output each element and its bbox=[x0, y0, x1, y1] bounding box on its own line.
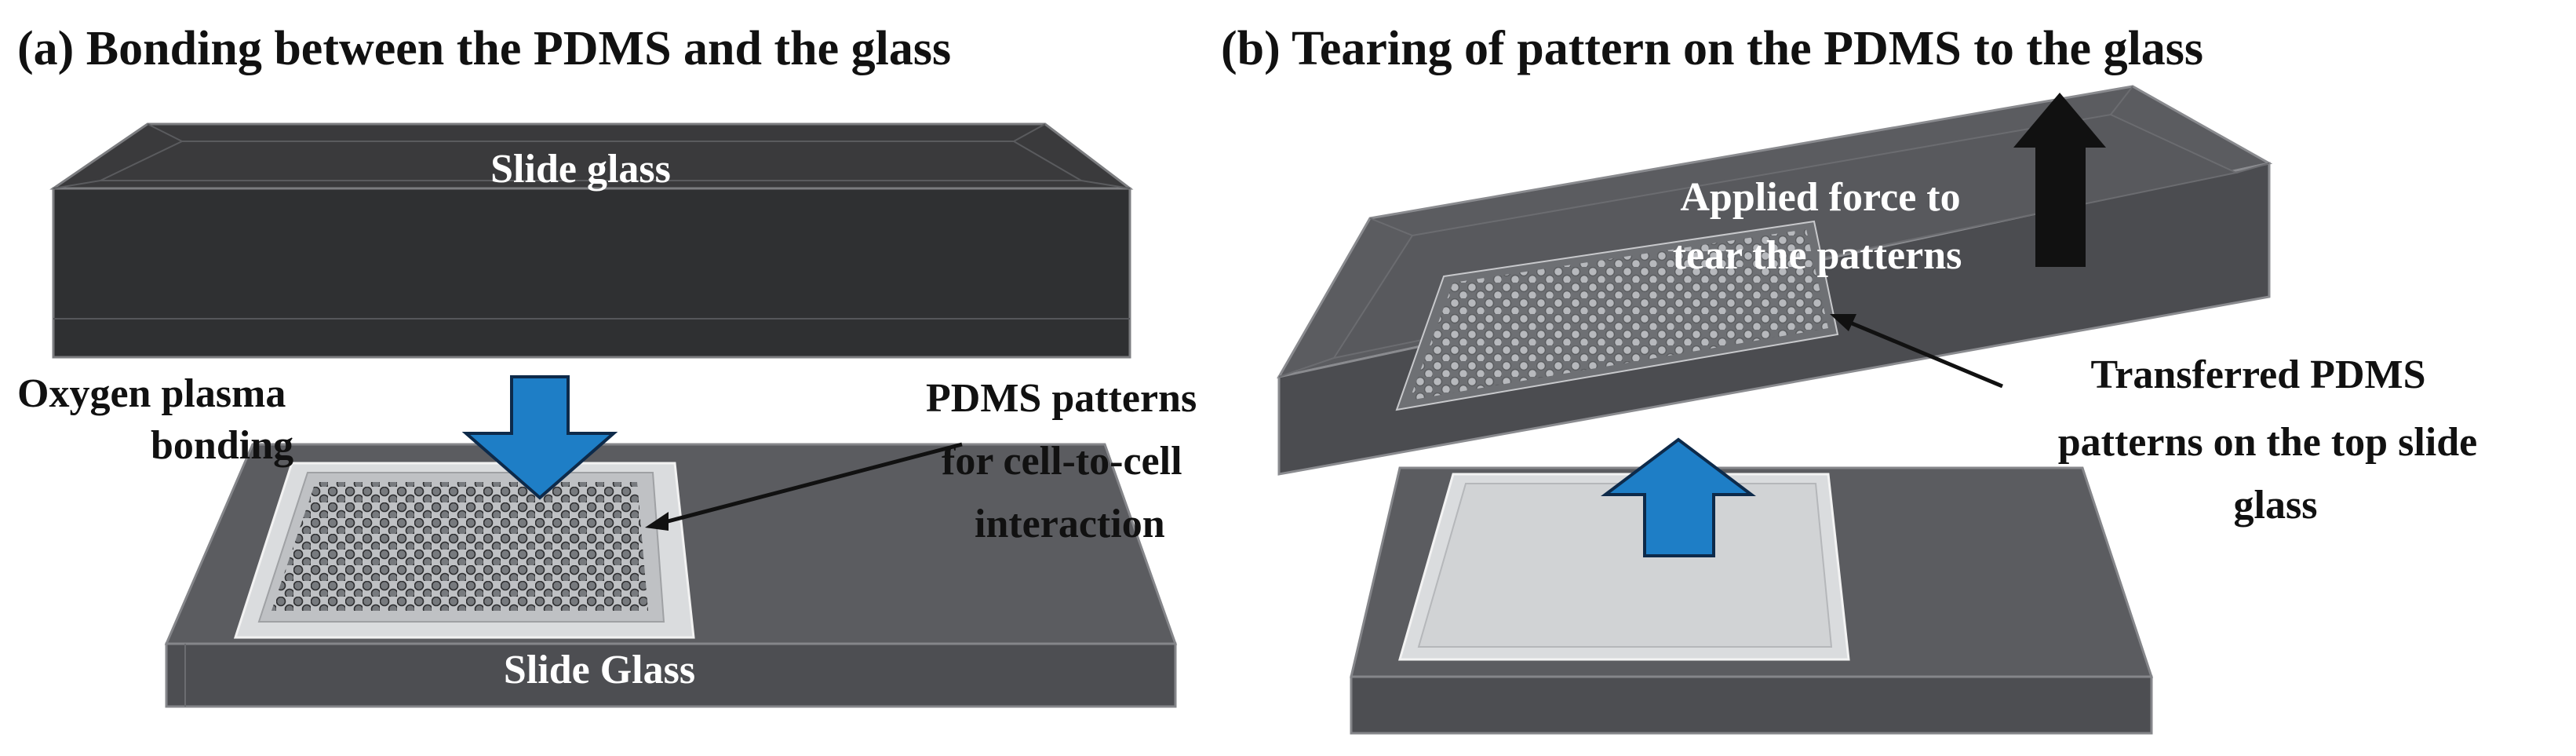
arrow-up-blue-icon bbox=[1601, 437, 1756, 557]
transferred-patterns bbox=[1395, 220, 1839, 411]
panel-a: (a) Bonding between the PDMS and the gla… bbox=[17, 22, 1197, 708]
patterns-pointer bbox=[645, 442, 963, 531]
top-slide-label: Slide glass bbox=[490, 147, 671, 192]
panel-b: (b) Tearing of pattern on the PDMS to th… bbox=[1221, 22, 2477, 735]
force-label-line1: Applied force to bbox=[1680, 175, 1960, 220]
pdms-slab-b bbox=[1398, 473, 1850, 661]
bonding-label-line2: bonding bbox=[151, 423, 293, 468]
panel-b-title: (b) Tearing of pattern on the PDMS to th… bbox=[1221, 22, 2203, 75]
pdms-pattern-array bbox=[271, 482, 648, 611]
pdms-slab bbox=[233, 462, 695, 639]
top-slide-glass: Slide glass bbox=[49, 122, 1134, 359]
arrow-down-icon bbox=[461, 375, 618, 500]
patterns-label-line1: PDMS patterns bbox=[926, 376, 1197, 421]
transferred-pointer bbox=[1830, 314, 2003, 389]
arrow-up-black-icon bbox=[2013, 93, 2106, 267]
patterns-label-line3: interaction bbox=[975, 502, 1165, 546]
panel-a-title: (a) Bonding between the PDMS and the gla… bbox=[17, 22, 951, 75]
patterns-label-line2: for cell-to-cell bbox=[942, 439, 1182, 484]
bottom-slide-label: Slide Glass bbox=[504, 648, 695, 692]
transferred-label-line1: Transferred PDMS bbox=[2091, 352, 2426, 397]
transferred-label-line2: patterns on the top slide bbox=[2058, 420, 2477, 465]
force-label-line2: tear the patterns bbox=[1673, 233, 1962, 278]
transferred-label-line3: glass bbox=[2234, 483, 2318, 528]
bonding-label-line1: Oxygen plasma bbox=[17, 371, 286, 416]
